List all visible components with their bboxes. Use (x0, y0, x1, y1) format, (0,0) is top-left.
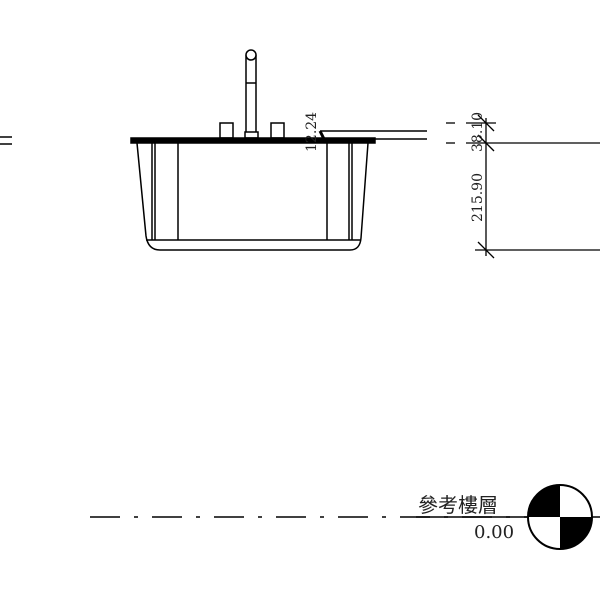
faucet (219, 49, 285, 139)
dimension-line (446, 114, 600, 259)
handle-left (219, 122, 234, 139)
level-elevation: 0.00 (474, 522, 514, 543)
sink-basin (130, 130, 427, 251)
level-name: 參考樓層 (418, 493, 498, 517)
dimension-rim-thickness: 12.24 (304, 112, 320, 152)
countertop-rim (130, 137, 376, 144)
level-marker-symbol (527, 484, 593, 550)
left-edge-mark (0, 136, 12, 145)
handle-right (270, 122, 285, 139)
dimension-counter-offset: 38.10 (470, 112, 486, 152)
dimension-sink-depth: 215.90 (470, 173, 486, 222)
